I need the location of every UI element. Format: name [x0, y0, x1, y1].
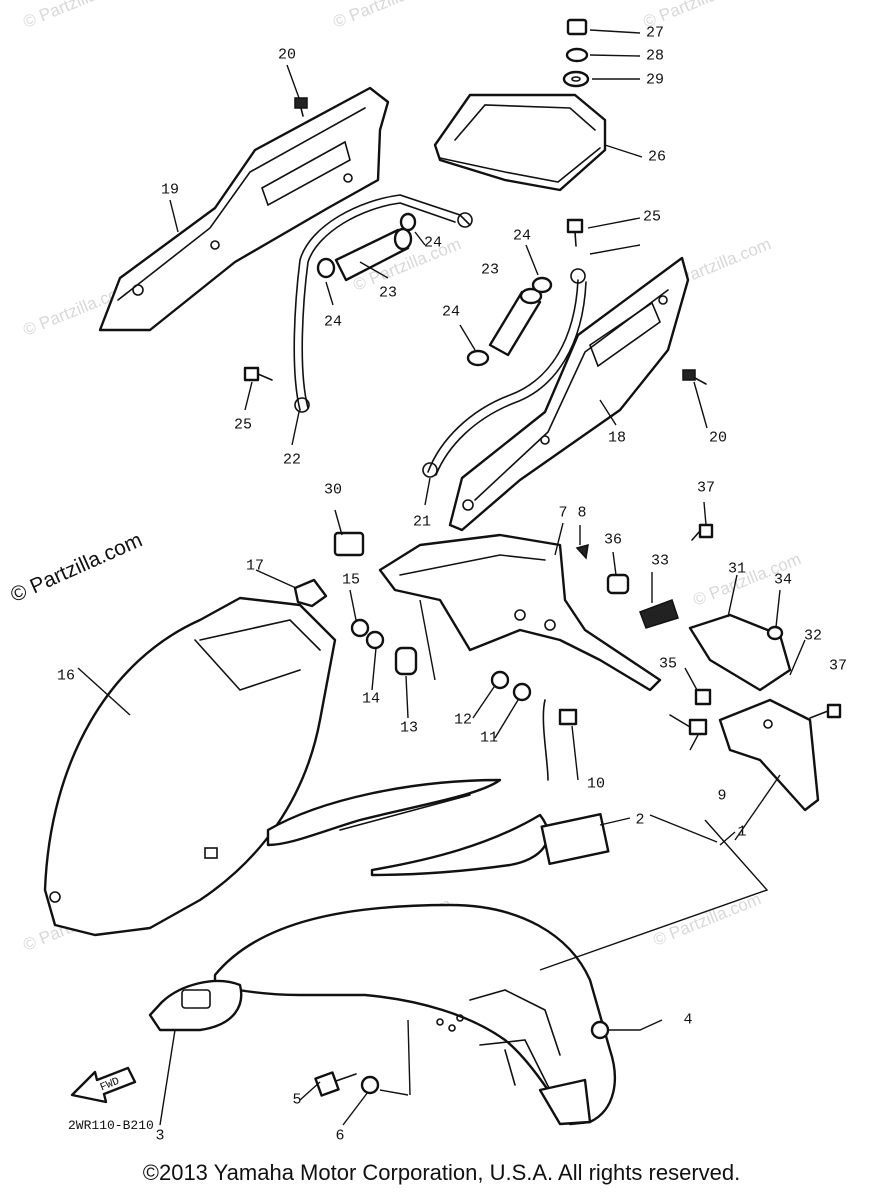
washer-29	[562, 70, 590, 88]
washer-14	[365, 630, 385, 650]
callout-18: 18	[607, 429, 627, 447]
callout-25-right: 25	[642, 208, 662, 226]
callout-27: 27	[645, 24, 665, 42]
bolt-20-top	[294, 97, 308, 117]
nut-27	[566, 18, 588, 36]
callout-23-a: 23	[378, 284, 398, 302]
callout-1: 1	[737, 823, 747, 841]
nut-34	[766, 625, 784, 641]
bracket-31	[688, 613, 792, 692]
bolt-4	[590, 1020, 641, 1040]
callout-20-right: 20	[708, 429, 728, 447]
callout-35: 35	[658, 655, 678, 673]
callout-28: 28	[645, 47, 665, 65]
callout-23-b: 23	[480, 261, 500, 279]
callout-34: 34	[773, 571, 793, 589]
screw-37-top	[691, 523, 714, 541]
right-side-cover	[448, 256, 690, 532]
bolt-9	[669, 714, 708, 736]
callout-17: 17	[245, 557, 265, 575]
callout-33: 33	[650, 552, 670, 570]
washer-28	[565, 47, 589, 63]
callout-29: 29	[645, 71, 665, 89]
copyright-notice: ©2013 Yamaha Motor Corporation, U.S.A. A…	[142, 1160, 741, 1185]
fender-bracket	[378, 533, 662, 692]
collar-upper	[316, 212, 417, 282]
nut-12	[490, 670, 510, 690]
plate-32	[718, 698, 820, 812]
callout-19: 19	[160, 181, 180, 199]
callout-14: 14	[361, 690, 381, 708]
callout-21: 21	[412, 513, 432, 531]
callout-32: 32	[803, 627, 823, 645]
fender-bracket-3	[148, 979, 243, 1032]
collar-lower	[466, 276, 553, 367]
diagram-code: 2WR110-B210	[68, 1118, 154, 1133]
callout-12: 12	[453, 711, 473, 729]
collar-13	[394, 646, 418, 676]
callout-5: 5	[292, 1091, 302, 1109]
callout-13: 13	[399, 719, 419, 737]
collar-36	[606, 573, 630, 595]
damper-33	[639, 599, 679, 629]
bolt-20-right	[682, 369, 707, 385]
callout-37-right: 37	[828, 657, 848, 675]
right-stay	[422, 268, 587, 478]
grommet-30	[333, 531, 365, 557]
bolt-5	[314, 1071, 357, 1097]
emblem-stripe	[266, 778, 610, 877]
bolt-35	[694, 688, 712, 706]
callout-25-left: 25	[233, 416, 253, 434]
callout-10: 10	[586, 775, 606, 793]
fwd-arrow	[70, 1066, 137, 1104]
callout-9: 9	[717, 787, 727, 805]
callout-31: 31	[727, 560, 747, 578]
washer-11	[512, 682, 532, 702]
callout-16: 16	[56, 667, 76, 685]
callout-20: 20	[277, 46, 297, 64]
callout-11: 11	[479, 729, 499, 747]
bolt-10	[542, 699, 578, 781]
callout-22: 22	[282, 451, 302, 469]
callout-3: 3	[155, 1127, 165, 1145]
callout-37-top: 37	[696, 479, 716, 497]
callout-30: 30	[323, 481, 343, 499]
bolt-25-left	[243, 366, 273, 382]
tool-box-cover	[433, 93, 607, 192]
front-fender	[213, 903, 617, 1126]
left-stay	[293, 194, 473, 413]
callout-24-b: 24	[423, 234, 443, 252]
callout-6: 6	[335, 1127, 345, 1145]
callout-24-c: 24	[323, 313, 343, 331]
clip-8	[575, 543, 589, 560]
callout-4: 4	[683, 1011, 693, 1029]
left-side-cover	[98, 86, 390, 332]
callout-7: 7	[558, 504, 568, 522]
rear-fender	[43, 596, 337, 937]
bolt-25-right	[566, 218, 584, 247]
washer-6	[360, 1075, 380, 1095]
grommet-17	[293, 578, 328, 608]
leader-lines	[77, 29, 806, 1126]
callout-15: 15	[341, 571, 361, 589]
callout-26: 26	[647, 148, 667, 166]
callout-36: 36	[603, 531, 623, 549]
nut-15	[350, 618, 370, 638]
callout-24-d: 24	[441, 303, 461, 321]
callout-8: 8	[577, 504, 587, 522]
callout-2: 2	[635, 811, 645, 829]
callout-24-a: 24	[512, 227, 532, 245]
screw-37-right	[809, 703, 842, 719]
